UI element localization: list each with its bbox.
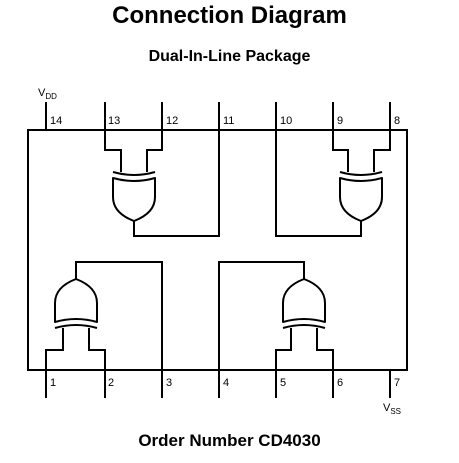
top-pin-labels: 14 13 12 11 10 9 8 [50,115,400,127]
pin-label-8: 8 [394,115,400,127]
pin-label-13: 13 [108,115,120,127]
pin-label-9: 9 [337,115,343,127]
vdd-label: VDD [38,87,57,101]
bottom-pin-stubs [45,370,391,398]
package-subtitle: Dual-In-Line Package [148,48,311,65]
pin-label-6: 6 [337,377,343,389]
pin-label-11: 11 [223,115,234,127]
pin-label-3: 3 [166,377,172,389]
pin-label-12: 12 [166,115,178,127]
diagram-title: Connection Diagram [112,2,347,29]
xor-gate-bottom-right [218,261,334,370]
pin-label-14: 14 [50,115,62,127]
pin-label-5: 5 [280,377,286,389]
pin-label-10: 10 [280,115,292,127]
vss-label: VSS [383,402,401,416]
xor-gate-top-right [275,130,391,237]
pin-label-2: 2 [108,377,114,389]
xor-gate-top-left [104,130,220,237]
order-number: Order Number CD4030 [138,431,321,450]
pin-label-7: 7 [394,377,400,389]
pin-label-4: 4 [223,377,229,389]
pin-label-1: 1 [50,377,56,389]
xor-gate-bottom-left [45,261,163,370]
chip-body [27,129,408,371]
bottom-pin-labels: 1 2 3 4 5 6 7 [50,377,400,389]
top-pin-stubs [45,102,391,130]
